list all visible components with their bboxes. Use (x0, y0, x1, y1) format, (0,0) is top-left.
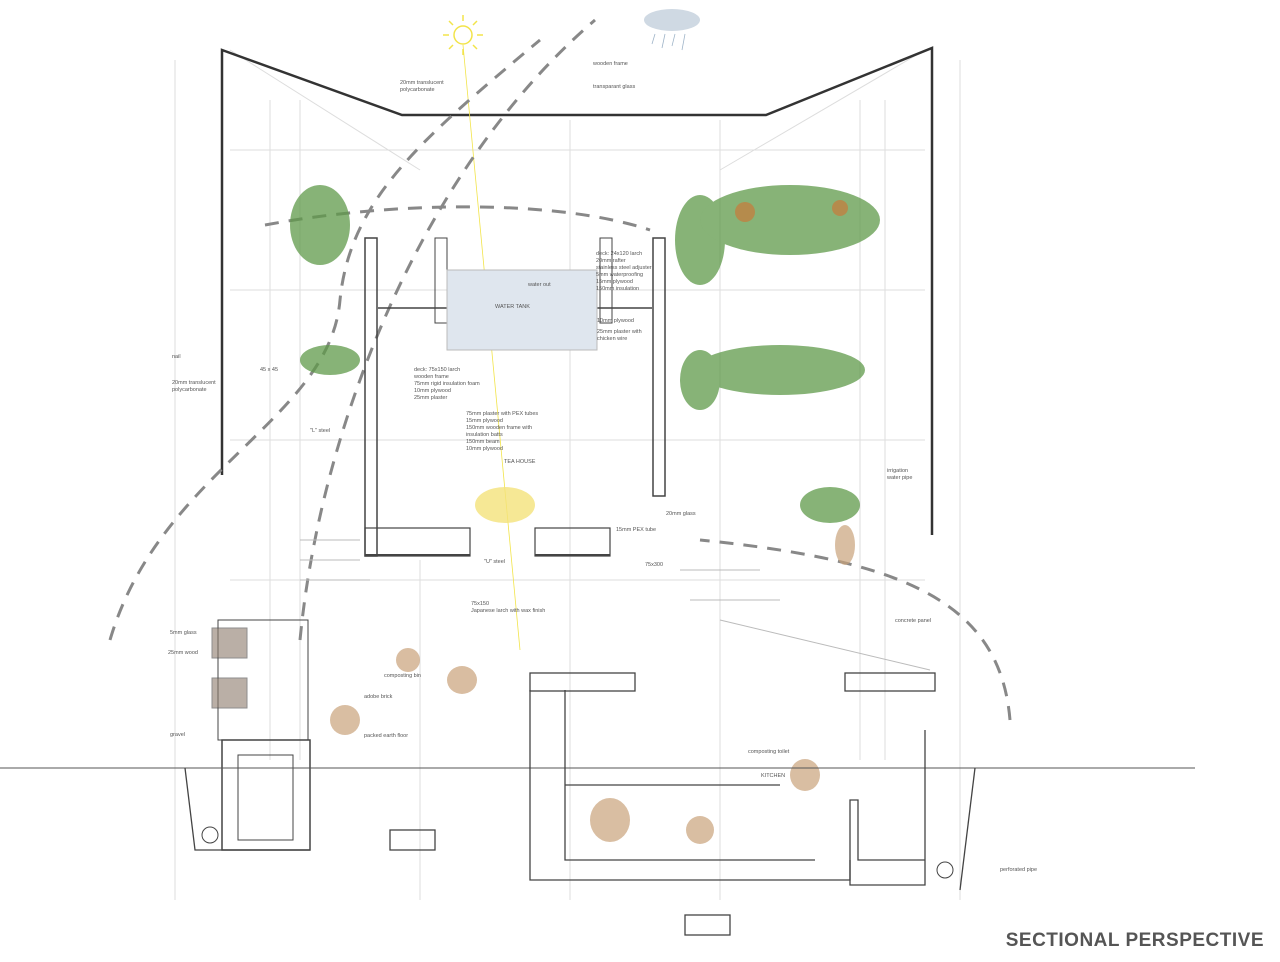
perforated-pipe-label: perforated pipe (1000, 867, 1037, 873)
layer: 15mm plywood (466, 418, 503, 424)
lower-deck-layers: deck: 75x150 larch wooden frame 75mm rig… (414, 367, 480, 402)
layer: deck: 24x120 larch (596, 251, 643, 257)
layer: 20mm rafter (596, 258, 626, 264)
layer: 10mm plywood (466, 446, 503, 452)
floor-layers: 75mm plaster with PEX tubes 15mm plywood… (466, 411, 538, 453)
composting-bin-label: composting bin (384, 673, 421, 679)
hanging-plants (290, 185, 880, 523)
transparent-glass-label: transparant glass (593, 84, 636, 90)
plaster-label: 25mm plaster with chicken wire (597, 329, 642, 342)
u-steel-label: "U" steel (484, 559, 506, 565)
baskets (330, 525, 855, 844)
roof-polycarbonate-label: 20mm translucent polycarbonate (400, 80, 444, 93)
layer: 75mm plaster with PEX tubes (466, 411, 539, 417)
water-tank (446, 269, 598, 351)
wood-25-label: 25mm wood (168, 650, 198, 656)
packed-earth-label: packed earth floor (364, 733, 409, 739)
beam-label: 75x300 (645, 562, 664, 568)
plywood-label: 10mm plywood (597, 318, 634, 324)
larch-finish: Japanese larch with wax finish (471, 608, 546, 614)
layer: 10mm plywood (414, 388, 451, 394)
adobe-brick-label: adobe brick (364, 694, 393, 700)
water-out-label: water out (528, 282, 551, 288)
concrete-panel-label: concrete panel (895, 618, 932, 624)
wall-polycarbonate-label: 20mm translucent polycarbonate (172, 380, 216, 393)
airflow-arrows (108, 18, 1012, 721)
layer: stainless steel adjuster (596, 265, 652, 271)
fireplace (475, 487, 535, 523)
l-steel-label: "L" steel (310, 428, 331, 434)
stairs (300, 539, 931, 671)
layer: wooden frame (414, 374, 449, 380)
layer: 150mm insulation (596, 286, 640, 292)
larch-size: 75x150 (471, 601, 490, 607)
layer: 150mm beam (466, 439, 500, 445)
tea-house-label: TEA HOUSE (504, 459, 536, 465)
composting-toilet-label: composting toilet (748, 749, 790, 755)
glass-20-label: 20mm glass (666, 511, 696, 517)
roof-outline (220, 46, 934, 535)
layer: 150mm wooden frame with insulation batts (466, 425, 533, 438)
wooden-frame-label: wooden frame (593, 61, 628, 67)
glass-5-label: 5mm glass (170, 630, 197, 636)
layer: 75mm rigid insulation foam (414, 381, 480, 387)
kitchen-label: KITCHEN (761, 773, 786, 779)
drawing-title: SECTIONAL PERSPECTIVE (1005, 930, 1264, 951)
layer: 25mm plaster (414, 395, 448, 401)
foundations (184, 672, 976, 936)
rain-cloud-icon (644, 9, 700, 51)
water-tank-label: WATER TANK (495, 304, 530, 310)
planter-wall (201, 619, 954, 879)
layer: 15mm plywood (596, 279, 633, 285)
layer: 5mm waterproofing (596, 272, 644, 278)
layer: deck: 75x150 larch (414, 367, 461, 373)
pex-tube-label: 15mm PEX tube (616, 527, 657, 533)
larch-label: 75x150 Japanese larch with wax finish (471, 601, 545, 615)
size-45-label: 45 x 45 (260, 367, 279, 373)
nail-label: nail (172, 354, 181, 360)
irrigation-label: irrigation water pipe (887, 468, 913, 481)
gravel-label: gravel (170, 732, 185, 738)
upper-deck-layers: deck: 24x120 larch 20mm rafter stainless… (596, 251, 652, 293)
